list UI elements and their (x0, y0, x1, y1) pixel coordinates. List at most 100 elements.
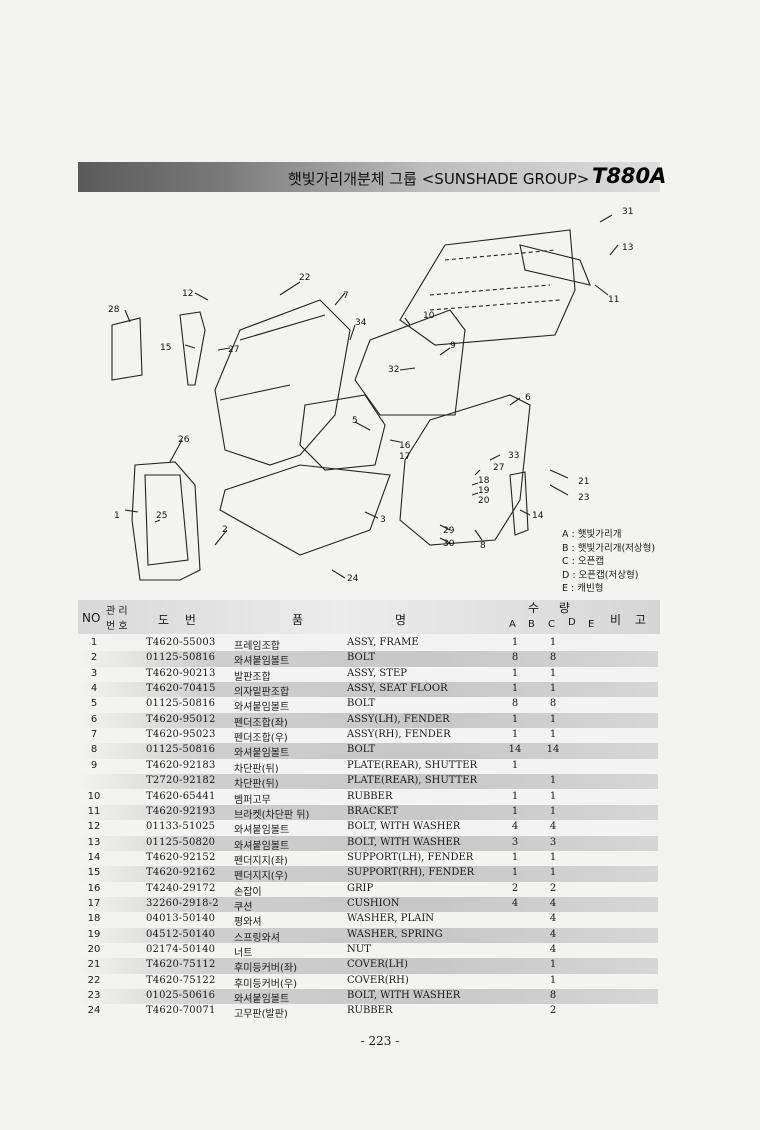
cell-no: 12 (87, 821, 101, 833)
diagram-callouts: 31 13 11 22 12 7 28 10 34 15 27 9 32 6 5… (108, 207, 633, 584)
table-row: T2720-92182 차단판(뒤) PLATE(REAR), SHUTTER 1 (78, 774, 658, 791)
right-fender-shape (399, 394, 531, 546)
callout-17: 17 (399, 452, 410, 462)
upper-bracket-shape (519, 244, 591, 286)
cell-qty-c: 4 (549, 928, 557, 940)
cell-no: 2 (90, 652, 98, 664)
callout-14: 14 (532, 511, 544, 521)
cell-part-number: T2720-92182 (146, 775, 216, 787)
cell-english-name: BOLT (347, 698, 376, 710)
cell-english-name: ASSY(LH), FENDER (347, 713, 450, 725)
header-col-b: B (528, 619, 535, 630)
callout-5: 5 (352, 416, 358, 426)
cell-part-number: T4620-55003 (146, 637, 216, 648)
cell-korean-name: 차단판(뒤) (234, 763, 279, 775)
cell-no: 4 (90, 683, 98, 695)
cell-korean-name: 발판조합 (234, 671, 271, 683)
callout-8: 8 (480, 541, 486, 551)
cell-qty-a: 1 (511, 759, 519, 771)
callout-16: 16 (399, 441, 411, 451)
cell-english-name: COVER(RH) (347, 974, 409, 986)
header-name-right: 명 (395, 613, 407, 627)
callout-31: 31 (622, 207, 633, 217)
cell-english-name: PLATE(REAR), SHUTTER (347, 759, 478, 771)
cell-part-number: 04512-50140 (146, 928, 216, 940)
callout-30: 30 (443, 539, 455, 549)
callout-25: 25 (156, 511, 167, 521)
cell-qty-c: 1 (549, 775, 557, 787)
header-part-no: 도 번 (158, 613, 196, 627)
cell-english-name: PLATE(REAR), SHUTTER (347, 775, 478, 787)
callout-26: 26 (178, 435, 190, 445)
cell-qty-c: 4 (549, 897, 557, 909)
canopy-shape (399, 229, 576, 346)
callout-28: 28 (108, 305, 120, 315)
callout-2: 2 (222, 525, 228, 535)
cell-part-number: 02174-50140 (146, 944, 216, 955)
cell-part-number: T4240-29172 (146, 882, 216, 894)
cell-english-name: ASSY, SEAT FLOOR (347, 683, 448, 695)
cell-korean-name: 스프링와셔 (234, 932, 280, 944)
cell-no: 22 (87, 974, 101, 986)
cell-qty-a: 1 (511, 637, 519, 648)
cell-english-name: RUBBER (347, 790, 393, 802)
cell-no: 7 (90, 729, 98, 741)
callout-32: 32 (388, 365, 399, 375)
cell-english-name: ASSY(RH), FENDER (347, 729, 451, 741)
header-name-left: 품 (292, 613, 304, 627)
cell-qty-a: 4 (511, 897, 519, 909)
cell-no: 16 (87, 882, 101, 894)
cell-qty-c: 1 (549, 805, 557, 817)
cell-qty-c: 8 (549, 990, 557, 1002)
cell-part-number: T4620-75122 (146, 974, 216, 986)
cell-part-number: 01125-50816 (146, 652, 216, 664)
left-support-shape (179, 311, 206, 386)
cell-qty-c: 1 (549, 729, 557, 741)
callout-13: 13 (622, 243, 633, 253)
callout-19: 19 (478, 486, 490, 496)
cell-korean-name: 브라켓(차단판 뒤) (234, 809, 310, 821)
left-fender-shape (214, 299, 351, 466)
cell-english-name: GRIP (347, 882, 374, 894)
cell-qty-a: 1 (511, 713, 519, 725)
cell-qty-a: 1 (511, 851, 519, 863)
cell-no: 15 (87, 867, 101, 879)
callout-11: 11 (608, 295, 619, 305)
cell-no: 9 (90, 759, 98, 771)
callout-1: 1 (114, 511, 120, 521)
cell-part-number: 01125-50816 (146, 744, 216, 756)
left-bracket-shape (111, 317, 143, 381)
cell-no: 3 (90, 667, 98, 679)
cell-qty-a: 1 (511, 683, 519, 695)
callout-10: 10 (423, 311, 435, 321)
callout-18: 18 (478, 476, 490, 486)
cell-korean-name: 벰퍼고무 (234, 794, 271, 806)
cell-part-number: T4620-92183 (146, 759, 216, 771)
cell-qty-c: 2 (549, 1005, 557, 1017)
callout-29: 29 (443, 526, 455, 536)
callout-27: 27 (228, 345, 239, 355)
cell-korean-name: 의자밑판조합 (234, 687, 290, 699)
callout-12: 12 (182, 289, 193, 299)
cell-qty-c: 8 (549, 652, 557, 664)
rear-shutter-shape (354, 309, 466, 416)
callout-20: 20 (478, 496, 490, 506)
cell-no: 17 (87, 897, 101, 909)
callout-21: 21 (578, 477, 589, 487)
callout-23: 23 (578, 493, 589, 503)
cell-korean-name: 차단판(뒤) (234, 779, 279, 791)
cell-no: 8 (90, 744, 98, 756)
header-no: NO (82, 611, 101, 625)
cell-korean-name: 후미등커버(좌) (234, 963, 298, 975)
